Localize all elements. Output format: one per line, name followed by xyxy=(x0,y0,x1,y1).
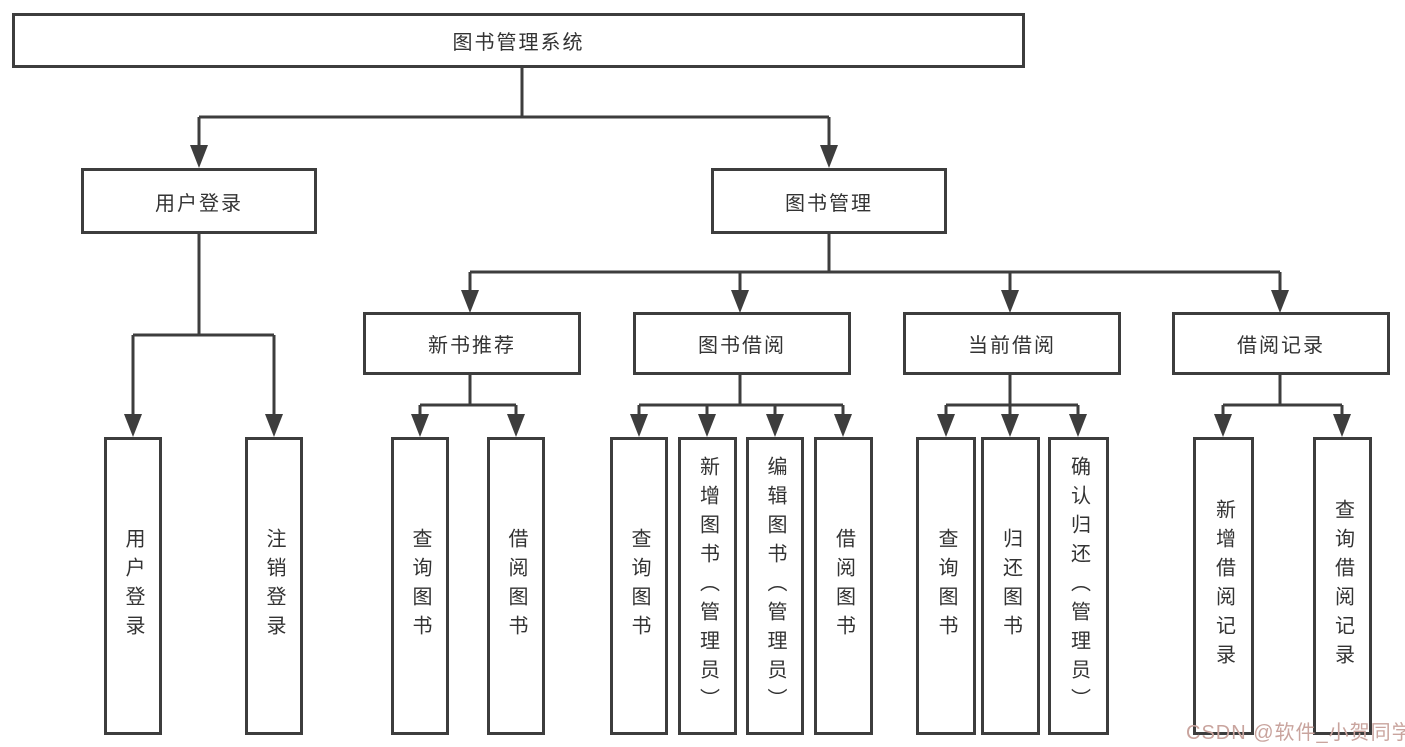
connector-new-book-to-leaves xyxy=(418,375,518,417)
leaf-add-borrow-record: 新增借阅记录 xyxy=(1193,437,1254,735)
leaf-add-books-admin-label: 新增图书（管理员） xyxy=(696,455,719,717)
arrowhead xyxy=(1069,414,1087,437)
arrowhead xyxy=(834,414,852,437)
arrowhead xyxy=(937,414,955,437)
node-new-book-recommendation-label: 新书推荐 xyxy=(428,335,516,357)
node-book-borrowing: 图书借阅 xyxy=(633,312,851,375)
node-borrowing-records: 借阅记录 xyxy=(1172,312,1390,375)
leaf-edit-books-admin: 编辑图书（管理员） xyxy=(746,437,804,735)
leaf-edit-books-admin-label: 编辑图书（管理员） xyxy=(764,455,786,717)
arrowhead xyxy=(124,414,142,437)
arrowhead xyxy=(731,290,749,313)
leaf-query-books-borrowing: 查询图书 xyxy=(610,437,668,735)
arrowhead xyxy=(1271,290,1289,313)
connector-user-login-to-leaves xyxy=(131,234,276,417)
node-book-management-label: 图书管理 xyxy=(785,192,873,215)
leaf-borrow-books-recommend-label: 借阅图书 xyxy=(505,528,527,644)
leaf-user-login: 用户登录 xyxy=(104,437,162,735)
leaf-return-books: 归还图书 xyxy=(981,437,1040,735)
leaf-logout-login: 注销登录 xyxy=(245,437,303,735)
node-book-management: 图书管理 xyxy=(711,168,947,234)
leaf-borrow-books: 借阅图书 xyxy=(814,437,873,735)
leaf-query-books-recommend-label: 查询图书 xyxy=(409,528,431,644)
arrowhead xyxy=(1333,414,1351,437)
node-root-label: 图书管理系统 xyxy=(452,32,585,54)
arrowhead xyxy=(507,414,525,437)
arrowhead xyxy=(411,414,429,437)
arrowhead xyxy=(1001,290,1019,313)
arrowhead xyxy=(698,414,716,437)
leaf-add-borrow-record-label: 新增借阅记录 xyxy=(1212,499,1235,673)
connector-current-borrowing-to-leaves xyxy=(944,375,1080,417)
leaf-user-login-label: 用户登录 xyxy=(122,528,144,644)
leaf-query-books-current: 查询图书 xyxy=(916,437,976,735)
node-current-borrowing-label: 当前借阅 xyxy=(968,335,1056,357)
leaf-logout-login-label: 注销登录 xyxy=(263,528,285,644)
node-user-login-label: 用户登录 xyxy=(155,192,243,215)
leaf-query-books-current-label: 查询图书 xyxy=(935,528,957,644)
leaf-borrow-books-label: 借阅图书 xyxy=(832,528,855,644)
arrowhead xyxy=(820,145,838,168)
arrowhead xyxy=(190,145,208,168)
leaf-borrow-books-recommend: 借阅图书 xyxy=(487,437,545,735)
connector-book-borrowing-to-leaves xyxy=(637,375,845,417)
node-borrowing-records-label: 借阅记录 xyxy=(1237,335,1325,357)
leaf-add-books-admin: 新增图书（管理员） xyxy=(678,437,737,735)
arrowhead xyxy=(461,290,479,313)
node-current-borrowing: 当前借阅 xyxy=(903,312,1121,375)
arrowhead xyxy=(766,414,784,437)
arrowhead xyxy=(1214,414,1232,437)
node-user-login: 用户登录 xyxy=(81,168,317,234)
connector-borrowing-records-to-leaves xyxy=(1221,375,1344,417)
csdn-watermark: CSDN @软件_小贺同学 xyxy=(1186,722,1405,744)
node-new-book-recommendation: 新书推荐 xyxy=(363,312,581,375)
arrowhead xyxy=(630,414,648,437)
leaf-confirm-return-admin-label: 确认归还（管理员） xyxy=(1067,455,1090,717)
connector-root-to-level2 xyxy=(197,68,831,148)
leaf-return-books-label: 归还图书 xyxy=(999,528,1022,644)
connector-book-management-to-level3 xyxy=(468,234,1282,293)
leaf-query-books-recommend: 查询图书 xyxy=(391,437,449,735)
leaf-query-borrow-record: 查询借阅记录 xyxy=(1313,437,1372,735)
arrowhead xyxy=(265,414,283,437)
node-root: 图书管理系统 xyxy=(12,13,1025,68)
arrowhead xyxy=(1001,414,1019,437)
leaf-query-books-borrowing-label: 查询图书 xyxy=(628,528,650,644)
leaf-query-borrow-record-label: 查询借阅记录 xyxy=(1331,499,1354,673)
node-book-borrowing-label: 图书借阅 xyxy=(698,335,786,357)
leaf-confirm-return-admin: 确认归还（管理员） xyxy=(1048,437,1109,735)
